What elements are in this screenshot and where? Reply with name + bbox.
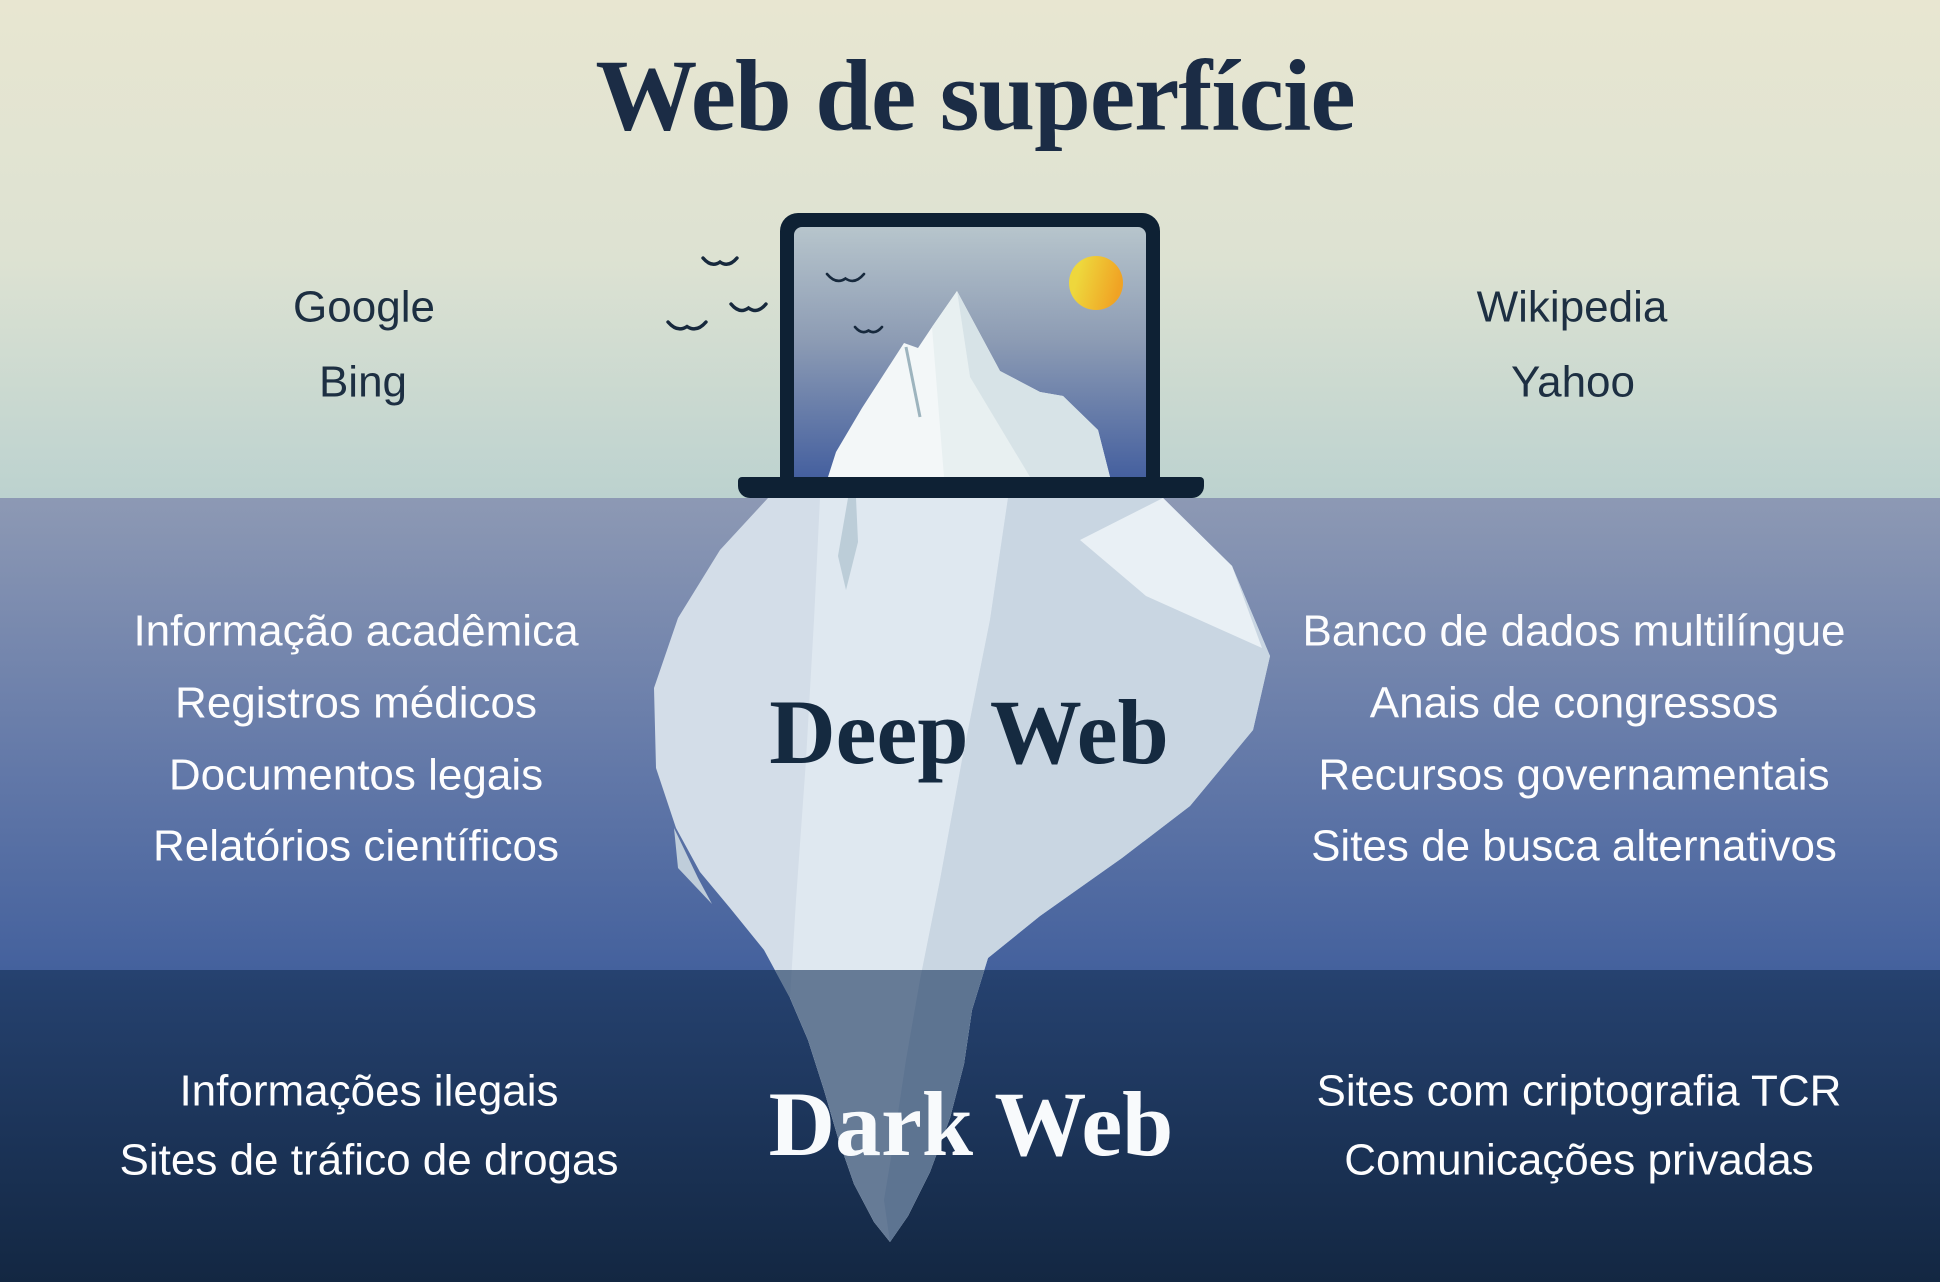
- dark-web-title: Dark Web: [768, 1073, 1174, 1176]
- laptop-base: [738, 477, 1204, 498]
- deep-left-label-3: Documentos legais: [168, 750, 544, 800]
- surface-label-yahoo: Yahoo: [1511, 357, 1635, 407]
- bird-icon: [666, 320, 708, 331]
- iceberg-peak-facet-shadow: [957, 291, 1110, 477]
- bird-icon: [853, 325, 884, 334]
- dark-right-label-2: Comunicações privadas: [1344, 1135, 1814, 1185]
- bird-icon: [701, 256, 739, 266]
- iceberg-peak-crack: [904, 346, 922, 418]
- surface-label-bing: Bing: [318, 357, 408, 407]
- deep-right-label-3: Recursos governamentais: [1318, 750, 1830, 800]
- surface-label-google: Google: [293, 282, 435, 332]
- dark-left-label-2: Sites de tráfico de drogas: [119, 1135, 619, 1185]
- deep-left-label-1: Informação acadêmica: [133, 606, 579, 656]
- deep-right-label-2: Anais de congressos: [1369, 678, 1779, 728]
- iceberg-facet-shadow: [884, 498, 1270, 1242]
- page-title: Web de superfície: [595, 39, 1355, 153]
- laptop-icon: [780, 213, 1160, 477]
- iceberg-crack: [838, 498, 858, 590]
- iceberg-facet-highlight: [1080, 498, 1262, 648]
- surface-label-wikipedia: Wikipedia: [1476, 282, 1668, 332]
- laptop-display: [794, 227, 1146, 477]
- bird-icon: [729, 302, 768, 313]
- deep-right-label-4: Sites de busca alternativos: [1311, 821, 1837, 871]
- bird-icon: [825, 272, 866, 283]
- sun-icon: [1069, 256, 1123, 310]
- birds-flock-icon: [666, 256, 768, 331]
- dark-left-label-1: Informações ilegais: [179, 1066, 559, 1116]
- dark-right-label-1: Sites com criptografia TCR: [1316, 1066, 1842, 1116]
- deep-left-label-2: Registros médicos: [175, 678, 537, 728]
- deep-left-label-4: Relatórios científicos: [153, 821, 559, 871]
- deep-web-title: Deep Web: [769, 681, 1169, 784]
- iceberg-notch-shadow: [674, 828, 712, 904]
- iceberg-peak-facet-mid: [932, 291, 1030, 477]
- iceberg-peak-illustration: [825, 272, 1110, 477]
- deep-right-label-1: Banco de dados multilíngue: [1302, 606, 1846, 656]
